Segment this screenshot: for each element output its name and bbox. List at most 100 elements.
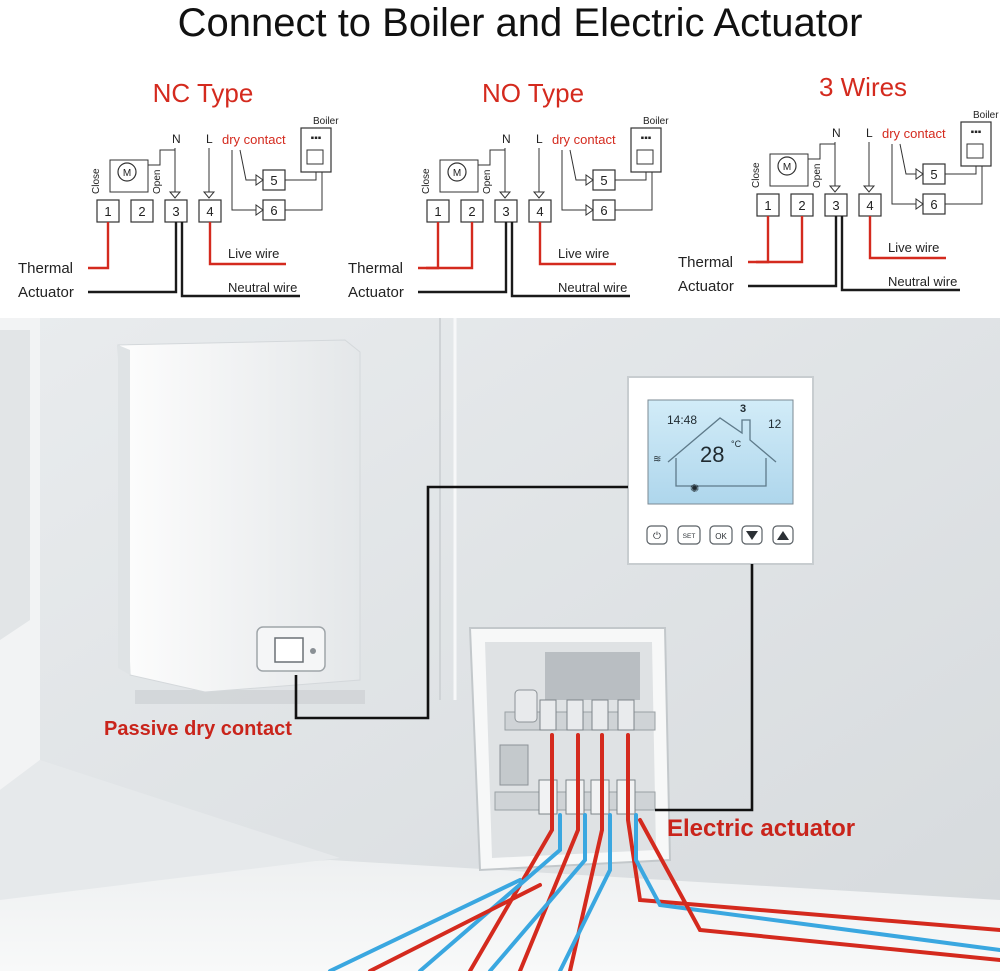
- boiler-display: [274, 637, 304, 663]
- boiler-link-6: [285, 172, 323, 211]
- boiler-dots-icon: ▪▪▪: [971, 127, 982, 138]
- terminal-label: 4: [866, 198, 873, 213]
- l-arrow-icon: [532, 191, 546, 199]
- manifold-gauge: [514, 689, 538, 723]
- set-button[interactable]: SET: [677, 525, 701, 545]
- boiler-label: Boiler: [313, 116, 339, 127]
- manifold-cabinet: [468, 627, 672, 872]
- floor-pipe-4: [488, 813, 587, 971]
- boiler-link-5: [945, 166, 977, 175]
- boiler-screen-icon: [966, 143, 984, 159]
- boiler-link-6: [945, 166, 983, 205]
- wifi-icon: ≋: [653, 454, 661, 465]
- dry-contact-label: dry contact: [222, 132, 286, 147]
- left-wall-niche: [0, 330, 30, 640]
- l-arrow-icon: [202, 191, 216, 199]
- boiler-dots-icon: ▪▪▪: [641, 133, 652, 144]
- house-walls-icon: [675, 458, 767, 487]
- floor-pipe-9: [638, 818, 1000, 962]
- dry-contact-label: dry contact: [882, 126, 946, 141]
- dry-contact-wire: [294, 485, 628, 720]
- boiler-screen-icon: [306, 149, 324, 165]
- n-arrow-icon: [828, 185, 842, 193]
- neutral-wire: [510, 222, 630, 298]
- motor-label: M: [123, 168, 131, 179]
- n-label: N: [502, 132, 511, 146]
- boiler-unit: [117, 339, 365, 704]
- boiler-link-6: [615, 172, 653, 211]
- manifold-pump: [499, 744, 529, 786]
- terminal-label: 4: [206, 204, 213, 219]
- boiler-terminal-arrow-icon: [255, 174, 264, 186]
- neutral-wire-label: Neutral wire: [228, 280, 297, 295]
- live-wire-label: Live wire: [888, 240, 939, 255]
- room-scene: 14:48 3 12 28 °C ≋ ✺ ⏻ SET OK: [0, 318, 1000, 971]
- power-button[interactable]: ⏻: [646, 525, 668, 545]
- motor-label: M: [783, 162, 791, 173]
- thermal-label: Thermal: [678, 254, 733, 271]
- boiler-terminal-arrow-icon: [255, 204, 264, 216]
- open-label: Open: [152, 170, 163, 194]
- floor-pipe-2: [418, 813, 562, 971]
- terminal-label: 2: [798, 198, 805, 213]
- ok-button[interactable]: OK: [709, 525, 733, 545]
- dry-contact-label: dry contact: [552, 132, 616, 147]
- terminal-label: 3: [172, 204, 179, 219]
- lcd-set-temp: 12: [768, 417, 782, 431]
- floor-pipe-1: [468, 733, 554, 971]
- terminal-label: 3: [832, 198, 839, 213]
- open-label: Open: [482, 170, 493, 194]
- boiler-icon: [630, 127, 662, 173]
- thermostat-lcd: [647, 399, 794, 505]
- boiler-terminal-label: 6: [600, 203, 607, 218]
- house-icon: [667, 417, 777, 463]
- diagram-heading: 3 Wires: [819, 72, 907, 102]
- actuator-wire: [655, 564, 754, 812]
- second-red-wire: [756, 216, 804, 264]
- thermal-red-wire: [88, 222, 110, 270]
- boiler-terminal-label: 6: [930, 197, 937, 212]
- motor-label: M: [453, 168, 461, 179]
- dry-link-5: [239, 149, 256, 181]
- open-label: Open: [812, 164, 823, 188]
- neutral-wire-label: Neutral wire: [888, 274, 957, 289]
- neutral-wire-label: Neutral wire: [558, 280, 627, 295]
- actuator-black-wire: [418, 222, 508, 294]
- motor-icon: [777, 156, 797, 176]
- second-red-wire: [426, 222, 474, 270]
- live-wire: [868, 216, 946, 260]
- motor-n-link: [478, 149, 505, 166]
- set-button-label: SET: [683, 533, 696, 540]
- close-label: Close: [91, 168, 102, 194]
- boiler-screen-icon: [636, 149, 654, 165]
- actuator-label: Actuator: [348, 284, 404, 301]
- l-arrow-icon: [862, 185, 876, 193]
- motor-frame-icon: [109, 159, 149, 193]
- floor-pipe-5: [568, 733, 604, 971]
- boiler-terminal-label: 5: [600, 173, 607, 188]
- boiler-label: Boiler: [643, 116, 669, 127]
- n-arrow-icon: [498, 191, 512, 199]
- floor-pipe-6: [558, 813, 612, 971]
- thermal-label: Thermal: [18, 260, 73, 277]
- boiler-terminal-arrow-icon: [585, 204, 594, 216]
- dry-link-6: [231, 150, 256, 211]
- down-button[interactable]: [741, 525, 763, 545]
- electric-actuator-label: Electric actuator: [667, 815, 855, 842]
- motor-icon: [117, 162, 137, 182]
- dry-link-5: [569, 149, 586, 181]
- close-label: Close: [751, 162, 762, 188]
- dry-link-5: [899, 143, 916, 175]
- floor-corner: [0, 760, 340, 900]
- boiler-link-5: [285, 172, 317, 181]
- motor-n-link: [148, 149, 175, 166]
- boiler-terminal-arrow-icon: [915, 198, 924, 210]
- l-label: L: [206, 132, 213, 146]
- up-button[interactable]: [772, 525, 794, 545]
- live-wire-label: Live wire: [558, 246, 609, 261]
- lcd-temperature: 28: [700, 442, 724, 467]
